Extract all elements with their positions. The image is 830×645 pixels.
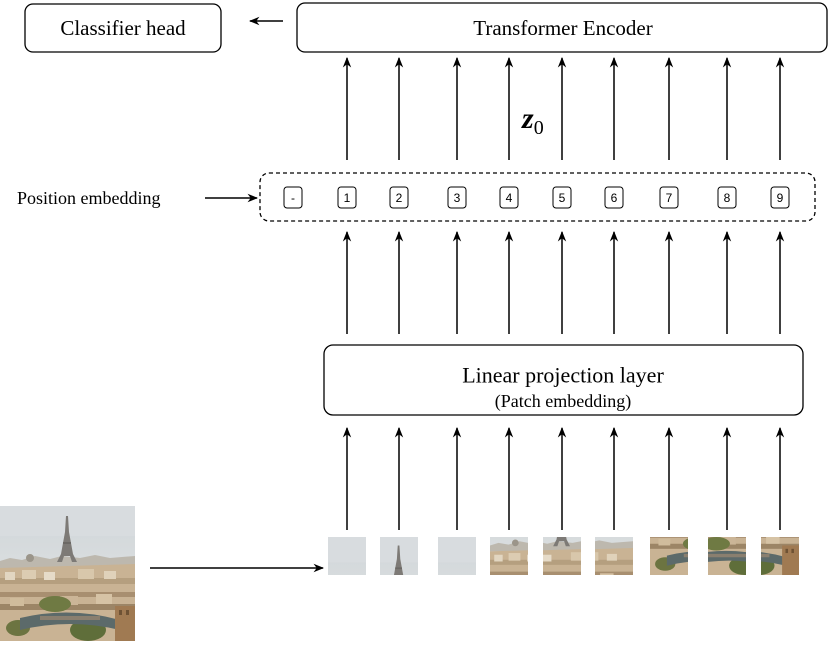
position-token-label: 3: [454, 191, 461, 205]
position-token-label: 7: [666, 191, 673, 205]
position-token-6: 6: [604, 186, 624, 209]
position-token-8: 8: [717, 186, 737, 209]
position-token-label: 2: [396, 191, 403, 205]
projection-output-arrows: [342, 230, 785, 334]
image-patch-3: [438, 537, 476, 575]
z0-base: z: [521, 102, 534, 135]
position-token-label: 4: [506, 191, 513, 205]
position-token-label: 6: [611, 191, 618, 205]
input-image: [0, 506, 135, 641]
position-token-7: 7: [659, 186, 679, 209]
linear-projection-box[interactable]: Linear projection layer (Patch embedding…: [323, 344, 804, 416]
linear-projection-title: Linear projection layer: [462, 363, 664, 388]
classifier-head-label: Classifier head: [60, 16, 186, 40]
transformer-encoder-label: Transformer Encoder: [473, 16, 652, 40]
position-embedding-label: Position embedding: [17, 188, 161, 208]
transformer-encoder-box[interactable]: Transformer Encoder: [296, 2, 828, 53]
patch-input-arrows: [342, 426, 785, 530]
position-token-label: -: [291, 191, 295, 205]
position-token-row: - 1 2 3 4 5 6 7 8 9: [283, 186, 790, 209]
position-token-5: 5: [552, 186, 572, 209]
position-token-label: 5: [559, 191, 566, 205]
z0-label: z0: [521, 102, 544, 139]
position-token-9: 9: [770, 186, 790, 209]
position-token-1: 1: [337, 186, 357, 209]
linear-projection-subtitle: (Patch embedding): [495, 391, 631, 412]
z0-subscript: 0: [534, 117, 544, 139]
position-embedding-container: [259, 172, 816, 222]
position-token-cls: -: [283, 186, 303, 209]
position-token-label: 9: [777, 191, 784, 205]
position-token-3: 3: [447, 186, 467, 209]
position-token-label: 8: [724, 191, 731, 205]
position-token-label: 1: [344, 191, 351, 205]
position-token-2: 2: [389, 186, 409, 209]
encoder-input-arrows: [342, 56, 785, 160]
image-patch-7: [650, 537, 688, 575]
position-token-4: 4: [499, 186, 519, 209]
classifier-head-box[interactable]: Classifier head: [24, 3, 222, 53]
